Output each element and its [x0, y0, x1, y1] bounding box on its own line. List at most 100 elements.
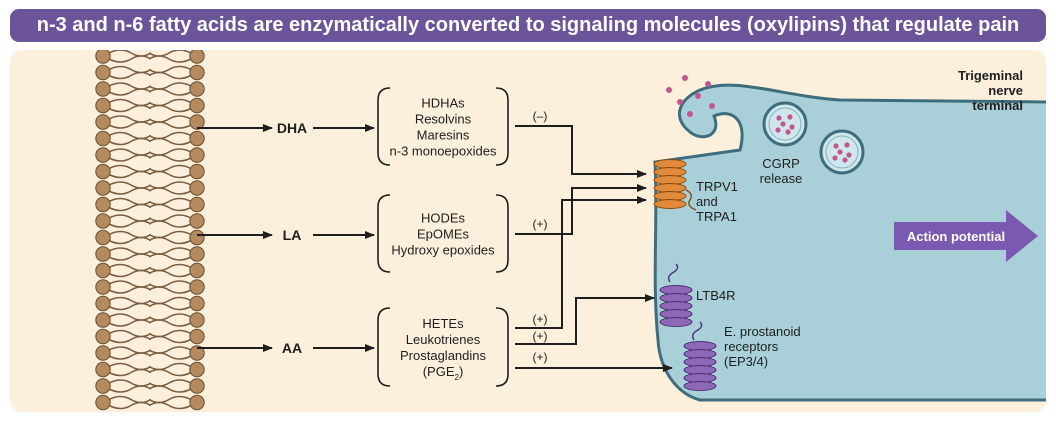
lipid-tail — [148, 65, 192, 74]
lipid-tail — [108, 329, 152, 338]
lipid-tail — [148, 82, 192, 90]
lipid-head — [95, 229, 111, 246]
lipid-tail — [108, 115, 152, 123]
product-bracket-right — [495, 307, 509, 387]
product-label: HODEs — [421, 211, 466, 226]
lipid-tail — [108, 164, 152, 173]
lipid-tail — [148, 148, 192, 156]
lipid-tail — [148, 181, 192, 189]
product-label: Hydroxy epoxides — [391, 243, 495, 258]
trpv1-label: and — [696, 194, 718, 209]
lipid-tail — [108, 65, 152, 74]
lipid-tail — [108, 253, 152, 261]
lipid-tail — [148, 121, 192, 129]
product-label-pge2: (PGE2) — [423, 364, 464, 382]
product-label: HDHAs — [421, 96, 465, 111]
lipid-head — [95, 295, 111, 312]
lipid-head — [95, 213, 111, 229]
product-bracket-left — [377, 307, 391, 387]
lipid-tail — [148, 88, 192, 96]
fatty-acid-label-la: LA — [283, 227, 302, 243]
lipid-head — [189, 50, 205, 64]
lipid-head — [189, 81, 205, 97]
lipid-tail — [148, 401, 192, 410]
cgrp-molecule — [695, 93, 701, 99]
lipid-tail — [108, 203, 152, 212]
lipid-tail — [148, 131, 192, 140]
lipid-tail — [108, 55, 152, 63]
lipid-tail — [148, 269, 192, 278]
lipid-head — [189, 378, 205, 394]
vesicle-circle — [819, 129, 865, 175]
lipid-head — [189, 64, 205, 81]
lipid-tail — [108, 50, 152, 57]
lipid-tail — [148, 50, 192, 57]
lipid-tail — [148, 352, 192, 360]
lipid-tail — [108, 296, 152, 305]
lipid-tail — [148, 362, 192, 371]
lipid-head — [95, 279, 111, 295]
lipid-head — [95, 345, 111, 361]
cgrp-release-label: release — [760, 171, 803, 186]
lipid-tail — [148, 329, 192, 338]
lipid-tail — [108, 230, 152, 239]
nerve-terminal-label: nerve — [988, 83, 1023, 98]
lipid-tail — [108, 170, 152, 179]
connector-dha — [515, 125, 647, 178]
lipid-head — [189, 328, 205, 345]
trpv1-channel — [653, 159, 697, 211]
lipid-tail — [148, 137, 192, 146]
lipid-head — [189, 262, 205, 279]
prostanoid-receptor — [683, 321, 717, 391]
lipid-tail — [148, 286, 192, 294]
lipid-tail — [148, 379, 192, 387]
lipid-tail — [108, 197, 152, 206]
lipid-tail — [148, 296, 192, 305]
lipid-head — [189, 114, 205, 130]
lipid-tail — [108, 214, 152, 222]
action-potential-arrow — [894, 210, 1038, 262]
lipid-head — [189, 229, 205, 246]
product-bracket-left — [377, 87, 391, 166]
lipid-head — [189, 163, 205, 180]
lipid-tail — [108, 98, 152, 107]
lipid-head — [189, 196, 205, 213]
cgrp-release-label: CGRP — [762, 156, 800, 171]
lipid-head — [95, 312, 111, 328]
product-label: Prostaglandins — [400, 348, 486, 363]
lipid-tail — [148, 280, 192, 288]
lipid-head — [95, 130, 111, 147]
lipid-tail — [148, 154, 192, 162]
fatty-acid-label-aa: AA — [282, 340, 302, 356]
lipid-tail — [108, 181, 152, 189]
lipid-tail — [148, 71, 192, 80]
lipid-head — [95, 246, 111, 262]
connector-aa-trpv1 — [515, 196, 647, 329]
lipid-head — [189, 97, 205, 114]
lipid-tail — [108, 302, 152, 311]
lipid-head — [189, 361, 205, 378]
lipid-tail — [148, 220, 192, 228]
effect-label: (–) — [533, 109, 548, 123]
lipid-tail — [148, 187, 192, 195]
lipid-tail — [108, 395, 152, 404]
lipid-head — [95, 147, 111, 163]
lipid-tail — [148, 197, 192, 206]
prostanoid-label: (EP3/4) — [724, 354, 768, 369]
lipid-tail — [108, 263, 152, 272]
cgrp-molecule — [682, 75, 688, 81]
lipid-tail — [108, 313, 152, 321]
lipid-tail — [108, 148, 152, 156]
lipid-head — [95, 378, 111, 394]
lipid-tail — [108, 401, 152, 410]
product-label: Maresins — [417, 128, 470, 143]
lipid-head — [189, 246, 205, 262]
lipid-head — [189, 279, 205, 295]
effect-label: (+) — [533, 217, 548, 231]
lipid-head — [95, 50, 111, 64]
cgrp-molecule — [705, 81, 711, 87]
lipid-tail — [148, 335, 192, 344]
action-potential-label: Action potential — [907, 229, 1005, 244]
lipid-tail — [108, 319, 152, 327]
